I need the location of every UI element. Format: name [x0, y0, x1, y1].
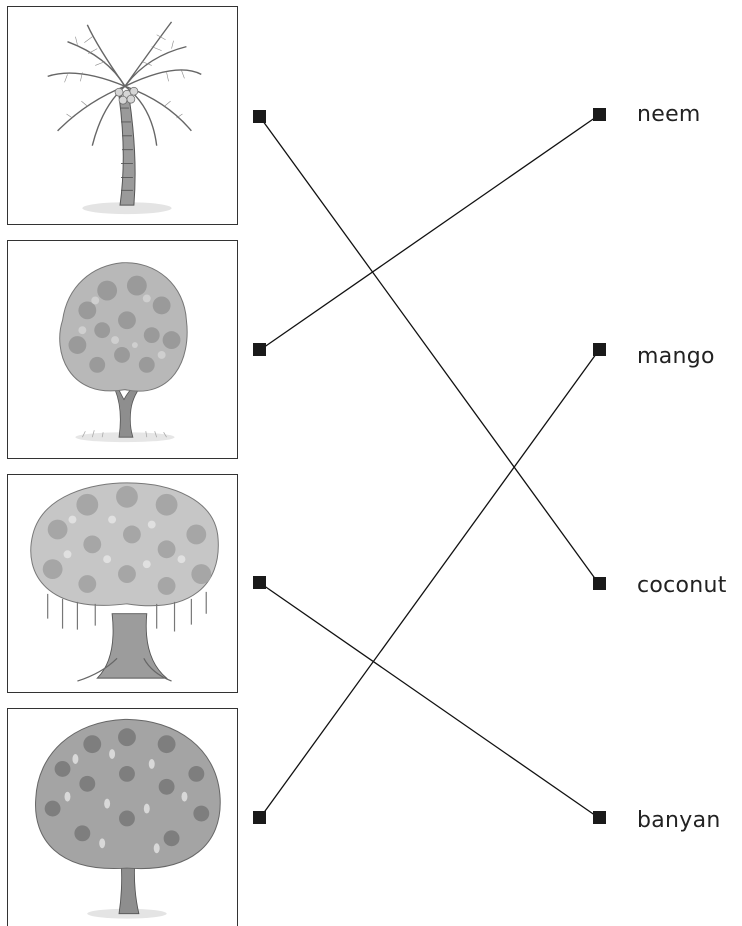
match-line-neem: [259, 114, 600, 351]
word-dot-3[interactable]: [593, 577, 606, 590]
word-dot-2[interactable]: [593, 343, 606, 356]
picture-dot-1[interactable]: [253, 110, 266, 123]
picture-frame-4: [7, 708, 238, 926]
banyan-tree-icon: [30, 482, 219, 682]
coconut-tree-icon: [47, 21, 202, 215]
picture-frame-3: [7, 474, 238, 693]
word-coconut: coconut: [637, 573, 727, 598]
picture-dot-3[interactable]: [253, 576, 266, 589]
word-neem: neem: [637, 102, 701, 127]
mango-tree-icon: [35, 718, 221, 919]
word-banyan: banyan: [637, 808, 721, 833]
picture-frame-1: [7, 6, 238, 225]
picture-dot-4[interactable]: [253, 811, 266, 824]
neem-tree-icon: [59, 262, 188, 443]
picture-frame-2: [7, 240, 238, 459]
word-mango: mango: [637, 344, 715, 369]
picture-dot-2[interactable]: [253, 343, 266, 356]
match-line-mango: [259, 349, 600, 819]
match-line-banyan: [259, 582, 600, 819]
word-dot-1[interactable]: [593, 108, 606, 121]
word-dot-4[interactable]: [593, 811, 606, 824]
match-line-coconut: [259, 116, 600, 585]
